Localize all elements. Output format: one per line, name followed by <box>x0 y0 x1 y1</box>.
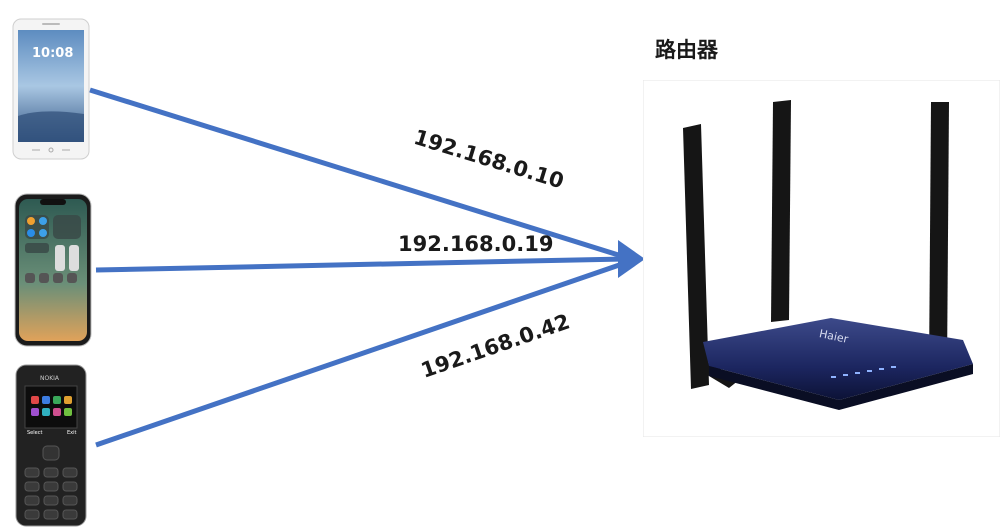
nokia-phone-image <box>15 364 87 527</box>
nokia-soft-right: Exit <box>67 430 77 436</box>
router-image <box>642 79 1001 438</box>
arrow-phone2-to-router <box>95 256 626 273</box>
nokia-brand: NOKIA <box>40 375 60 382</box>
router-antenna-1 <box>683 124 709 389</box>
router-antenna-2 <box>771 100 791 322</box>
phone1-clock: 10:08 <box>32 46 74 61</box>
nokia-soft-left: Select <box>27 430 43 436</box>
router-title: 路由器 <box>655 38 718 62</box>
arrow-phone3-to-router <box>95 259 629 448</box>
arrowhead <box>618 240 645 278</box>
phone-nokia: NOKIA Select Exit <box>15 364 87 527</box>
router-antenna-3 <box>929 102 949 370</box>
phone-iphone <box>14 193 92 347</box>
android-phone-image <box>12 18 90 160</box>
router: Haier <box>642 79 1001 438</box>
arrow-phone1-to-router <box>89 87 629 261</box>
phone-android: 10:08 <box>12 18 90 160</box>
ip-label-2: 192.168.0.19 <box>398 232 554 256</box>
iphone-image <box>14 193 92 347</box>
